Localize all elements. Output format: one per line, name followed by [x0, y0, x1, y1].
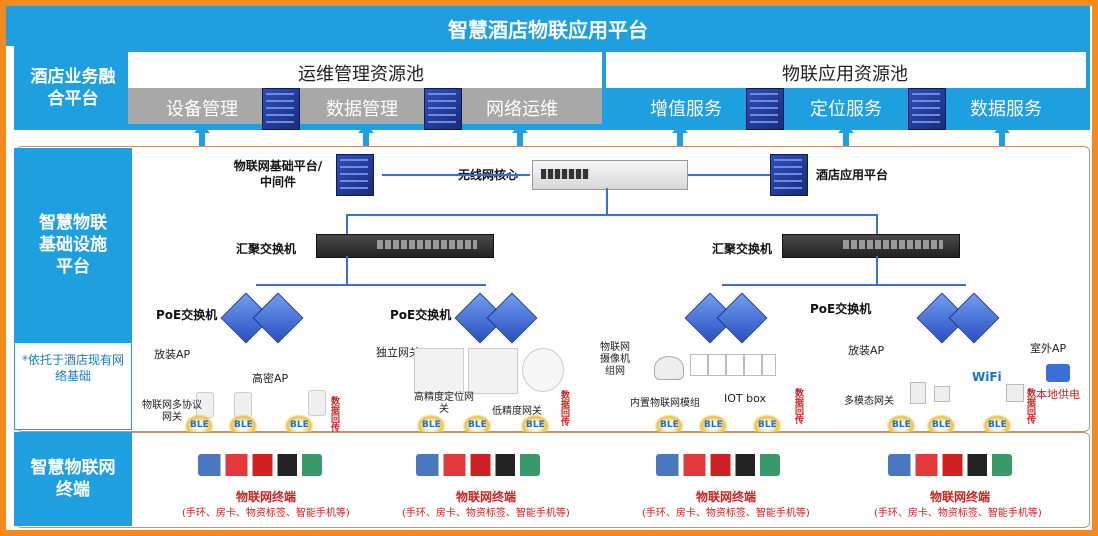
terminal-devices — [888, 454, 1012, 476]
page-title: 智慧酒店物联应用平台 — [448, 18, 648, 42]
ble-label: BLE — [234, 420, 253, 430]
iot-camera-label: 物联网摄像机组网 — [600, 342, 630, 377]
terminal-subtitle: (手环、房卡、物资标签、智能手机等) — [642, 508, 810, 519]
iot-box-device — [690, 354, 776, 376]
ble-label: BLE — [526, 420, 545, 430]
iot-platform-label: 物联网基础平台/中间件 — [233, 159, 323, 189]
poe-label-1: PoE交换机 — [156, 308, 218, 322]
gateway-device — [414, 348, 464, 394]
ap-install-label-1: 放装AP — [154, 348, 191, 361]
gateway-device — [910, 382, 926, 404]
high-density-ap-label: 高密AP — [252, 372, 289, 385]
item-value-added: 增值服务 — [650, 99, 722, 120]
wifi-label: WiFi — [972, 370, 1002, 384]
ble-label: BLE — [892, 420, 911, 430]
terminal-subtitle: (手环、房卡、物资标签、智能手机等) — [874, 508, 1042, 519]
terminal-devices — [198, 454, 322, 476]
connector-line — [256, 284, 486, 286]
agg-switch-left — [316, 234, 494, 258]
ap-device — [308, 390, 326, 416]
item-device-mgmt: 设备管理 — [166, 99, 238, 120]
server-icon — [908, 88, 946, 130]
items-bar-2 — [606, 88, 1086, 124]
terminal-subtitle: (手环、房卡、物资标签、智能手机等) — [182, 508, 350, 519]
layer2-note-box — [14, 342, 132, 430]
pool-ops: 运维管理资源池 — [298, 64, 424, 85]
agg-switch-label-right: 汇聚交换机 — [712, 242, 773, 256]
ble-label: BLE — [468, 420, 487, 430]
camera-device — [654, 356, 684, 380]
connector-line — [688, 174, 770, 176]
connector-line — [606, 188, 608, 216]
ble-label: BLE — [758, 420, 777, 430]
ble-label: BLE — [988, 420, 1007, 430]
data-return-label: 数据回传 — [559, 390, 569, 426]
terminal-title: 物联网终端 — [930, 490, 991, 504]
iot-box-label: IOT box — [724, 392, 767, 405]
agg-switch-label-left: 汇聚交换机 — [236, 242, 297, 256]
server-icon — [770, 154, 808, 196]
lp-gw-label: 低精度网关 — [492, 406, 542, 417]
item-location: 定位服务 — [810, 99, 882, 120]
ble-label: BLE — [190, 420, 209, 430]
item-network-ops: 网络运维 — [486, 99, 558, 120]
connector-line — [876, 256, 878, 284]
core-router — [532, 160, 688, 190]
data-return-label: 数据回传 — [329, 396, 339, 432]
terminal-title: 物联网终端 — [456, 490, 517, 504]
outdoor-ap-label: 室外AP — [1030, 342, 1067, 355]
poe-label-2: PoE交换机 — [390, 308, 452, 322]
multimode-gw-label: 多模态网关 — [844, 396, 894, 407]
outdoor-ap-device — [1046, 364, 1070, 382]
server-icon — [336, 154, 374, 196]
items-bar-1 — [128, 88, 602, 124]
gateway-device — [1006, 384, 1024, 402]
item-data-mgmt: 数据管理 — [326, 99, 398, 120]
layer3-label: 智慧物联网终端 — [14, 432, 132, 526]
standalone-gw-label: 独立网关 — [376, 346, 420, 359]
poe-label-3: PoE交换机 — [810, 302, 872, 316]
terminal-title: 物联网终端 — [236, 490, 297, 504]
server-icon — [262, 88, 300, 130]
agg-switch-right — [782, 234, 960, 258]
pool-bar-2 — [606, 52, 1086, 88]
data-return-label: 数据回传 — [1025, 388, 1035, 424]
terminal-devices — [416, 454, 540, 476]
layer1-label: 酒店业务融合平台 — [14, 46, 132, 130]
terminal-title: 物联网终端 — [696, 490, 757, 504]
ble-label: BLE — [290, 420, 309, 430]
terminal-devices — [656, 454, 780, 476]
server-icon — [746, 88, 784, 130]
connector-line — [722, 284, 966, 286]
connector-line — [382, 174, 530, 176]
hp-gw-label: 高精度定位网关 — [414, 392, 474, 415]
ble-label: BLE — [704, 420, 723, 430]
data-return-label: 数据回传 — [793, 388, 803, 424]
layer3-box — [16, 432, 1090, 528]
gateway-device — [934, 386, 950, 402]
hotel-app-label: 酒店应用平台 — [816, 168, 889, 182]
header-bar — [6, 6, 1090, 46]
diagram-frame: 智慧酒店物联应用平台 酒店业务融合平台 运维管理资源池 物联应用资源池 设备管理… — [6, 6, 1092, 530]
ble-label: BLE — [422, 420, 441, 430]
terminal-subtitle: (手环、房卡、物资标签、智能手机等) — [402, 508, 570, 519]
ble-label: BLE — [932, 420, 951, 430]
connector-line — [876, 214, 878, 236]
connector-line — [346, 214, 876, 216]
pool-bar-1 — [128, 52, 602, 88]
ble-label: BLE — [660, 420, 679, 430]
server-icon — [424, 88, 462, 130]
layer2-note: *依托于酒店现有网络基础 — [21, 353, 124, 383]
gateway-device — [522, 348, 564, 392]
ap-install-label-2: 放装AP — [848, 344, 885, 357]
connector-line — [346, 256, 348, 284]
builtin-module-label: 内置物联网模组 — [630, 398, 700, 409]
item-data-service: 数据服务 — [970, 99, 1042, 120]
layer2-label: 智慧物联基础设施平台 — [14, 148, 132, 342]
multi-gw-label: 物联网多协议网关 — [142, 400, 202, 423]
connector-line — [346, 214, 348, 236]
pool-iot: 物联应用资源池 — [782, 64, 908, 85]
local-power-label: 本地供电 — [1036, 388, 1080, 401]
gateway-device — [468, 348, 518, 394]
